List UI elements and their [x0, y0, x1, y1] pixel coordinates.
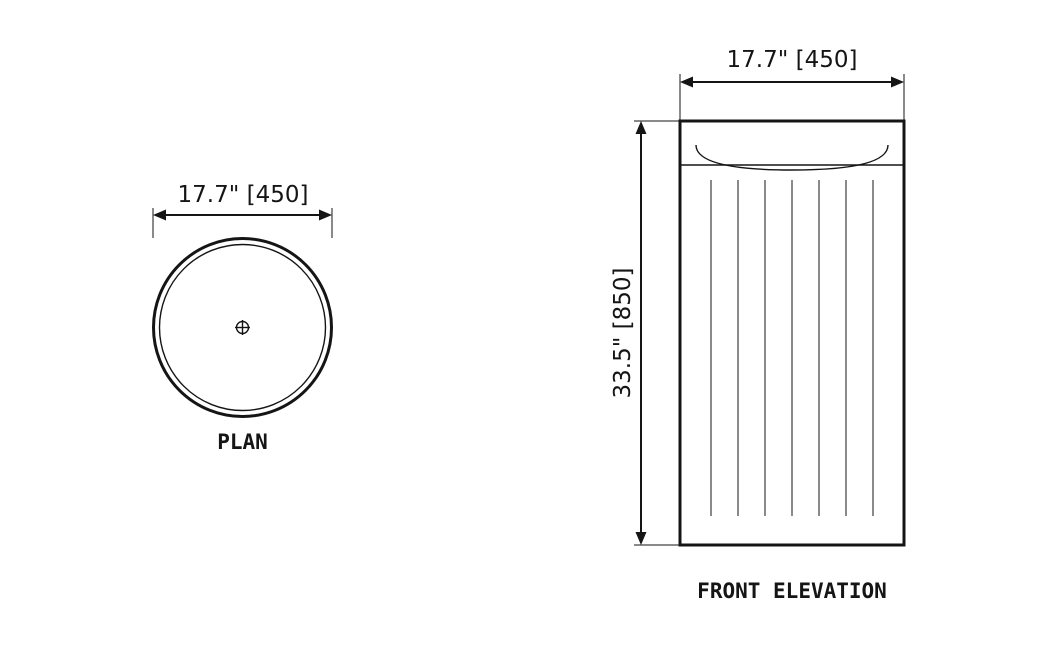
elevation-height-arrow-top [635, 121, 647, 134]
plan-outer-circle [152, 237, 333, 418]
center-crosshair-icon [235, 320, 250, 335]
elevation-view-label: FRONT ELEVATION [697, 579, 887, 603]
elevation-slats [710, 180, 874, 516]
elevation-body-outline [678, 119, 906, 547]
elevation-height-dimension-text: 33.5" [850] [610, 268, 636, 399]
elevation-opening-curve [695, 144, 889, 171]
plan-view-label: PLAN [217, 430, 268, 454]
elevation-width-arrow-right [891, 76, 904, 88]
elevation-height-arrow-bottom [635, 532, 647, 545]
plan-dim-arrow-right [319, 209, 332, 221]
plan-view: 17.7" [450] PLAN [152, 182, 333, 454]
elevation-width-arrow-left [680, 76, 693, 88]
plan-width-dimension-text: 17.7" [450] [178, 182, 309, 208]
front-elevation-view: 17.7" [450] 33.5" [850] FRONT ELEVATION [610, 47, 906, 603]
plan-inner-circle [158, 243, 327, 412]
elevation-width-dimension-text: 17.7" [450] [727, 47, 858, 73]
plan-dim-arrow-left [153, 209, 166, 221]
